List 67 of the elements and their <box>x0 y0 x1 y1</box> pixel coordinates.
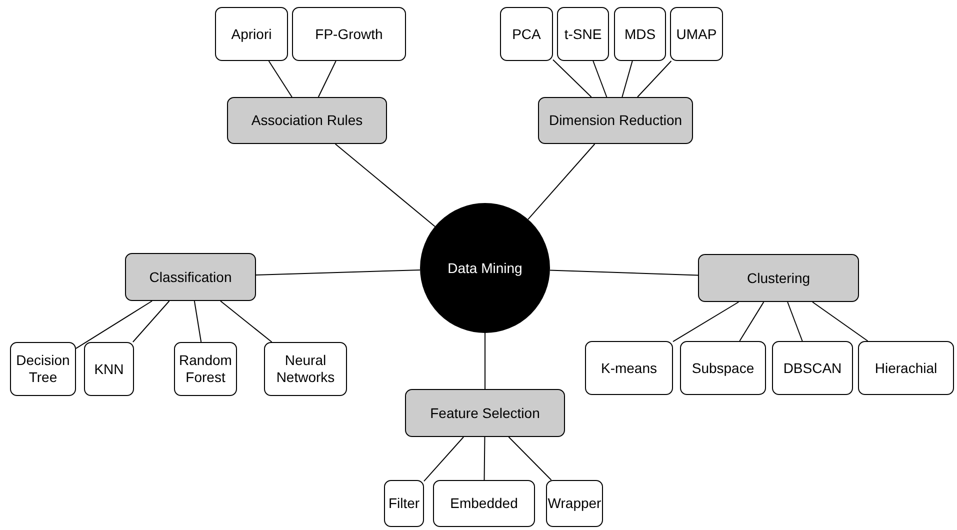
node-label: Decision Tree <box>15 352 71 386</box>
category-box <box>538 97 693 144</box>
method-box <box>10 342 76 396</box>
node-label: K-means <box>600 360 658 376</box>
category-box <box>227 97 387 144</box>
node-label: Filter <box>388 495 420 512</box>
node-label: Data Mining <box>448 260 522 276</box>
connector-line <box>637 60 672 98</box>
connector-line <box>549 270 698 276</box>
node-label: Wrapper <box>548 495 602 512</box>
category-box <box>698 254 859 302</box>
method-box <box>174 342 237 396</box>
method-box <box>557 7 609 61</box>
connector-line <box>812 302 868 342</box>
connector-line <box>334 144 436 228</box>
node-label: PCA <box>512 26 541 42</box>
connector-line <box>318 60 336 98</box>
method-box <box>585 341 673 395</box>
connector-line <box>484 436 486 480</box>
connector-line <box>194 300 202 342</box>
method-box <box>772 341 853 395</box>
node-label: Feature Selection <box>430 404 540 422</box>
node-label: Classification <box>149 268 232 286</box>
node-label: Random Forest <box>179 352 232 386</box>
connector-line <box>76 300 153 349</box>
node-label: DBSCAN <box>783 360 842 376</box>
category-box <box>405 389 565 437</box>
connector-line <box>592 60 608 98</box>
node-label: Embedded <box>450 495 518 512</box>
connector-line <box>672 302 740 342</box>
connector-line <box>508 436 552 480</box>
node-label: t-SNE <box>564 26 602 42</box>
connector-line <box>528 144 596 220</box>
node-label: FP-Growth <box>315 26 383 42</box>
connector-line <box>220 300 272 342</box>
node-label: Clustering <box>746 270 810 286</box>
method-box <box>680 341 766 395</box>
method-box <box>292 7 406 61</box>
node-label: Neural Networks <box>275 352 336 386</box>
method-box <box>614 7 666 61</box>
connector-line <box>484 332 486 390</box>
method-box <box>84 342 134 396</box>
node-label: KNN <box>94 360 124 378</box>
method-box <box>500 7 553 61</box>
node-label: Dimension Reduction <box>548 112 682 129</box>
node-label: Association Rules <box>251 112 363 129</box>
node-label: Subspace <box>692 360 754 376</box>
method-box <box>264 342 347 396</box>
connector-line <box>739 302 764 342</box>
node-label: Hierachial <box>874 360 938 376</box>
connector-line <box>622 60 633 98</box>
method-box <box>384 480 424 527</box>
connector-line <box>268 60 292 98</box>
category-box <box>125 253 256 301</box>
node-label: MDS <box>624 26 656 42</box>
node-label: UMAP <box>676 26 717 42</box>
method-box <box>546 480 603 527</box>
connector-line <box>132 300 170 342</box>
method-box <box>215 7 288 61</box>
connector-line <box>787 302 803 342</box>
method-box <box>858 341 954 395</box>
method-box <box>433 480 535 527</box>
connector-line <box>552 59 592 98</box>
connector-line <box>256 269 421 276</box>
connector-line <box>424 436 464 482</box>
method-box <box>670 7 723 61</box>
node-label: Apriori <box>231 26 272 42</box>
